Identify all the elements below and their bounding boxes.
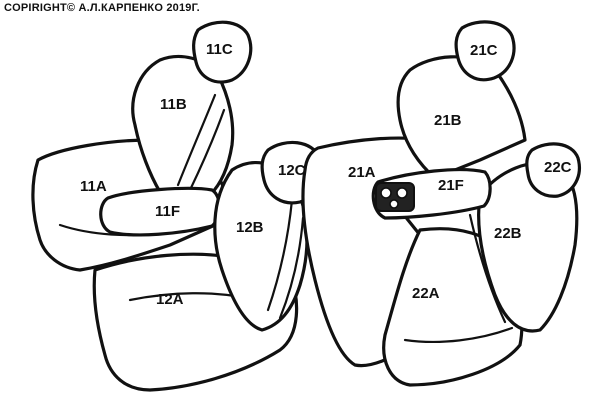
rear-right-cushion-edge bbox=[403, 326, 514, 344]
cupholder-ring-1 bbox=[380, 187, 392, 199]
front-right-backrest-seam-2 bbox=[278, 216, 305, 320]
copyright-text: COPIRIGHT© А.Л.КАРПЕНКО 2019Г. bbox=[4, 2, 200, 14]
front-left-backrest-seam bbox=[176, 93, 217, 187]
label-21c: 21C bbox=[470, 42, 498, 59]
rear-left-backrest[interactable] bbox=[396, 55, 527, 180]
front-left-headrest[interactable] bbox=[192, 20, 253, 84]
label-12c: 12C bbox=[278, 162, 306, 179]
front-left-armrest[interactable] bbox=[99, 186, 222, 237]
label-22a: 22A bbox=[412, 285, 440, 302]
label-12b: 12B bbox=[236, 219, 264, 236]
rear-left-headrest[interactable] bbox=[454, 20, 516, 82]
label-21f: 21F bbox=[438, 177, 464, 194]
label-11f: 11F bbox=[155, 203, 180, 220]
rear-right-headrest[interactable] bbox=[525, 142, 581, 198]
rear-bench bbox=[301, 20, 581, 387]
label-11a: 11A bbox=[80, 178, 107, 195]
label-21b: 21B bbox=[434, 112, 462, 129]
label-21a: 21A bbox=[348, 164, 376, 181]
label-22c: 22C bbox=[544, 159, 572, 176]
label-22b: 22B bbox=[494, 225, 522, 242]
front-right-backrest-seam bbox=[266, 198, 294, 312]
cupholder-ring-3 bbox=[389, 199, 399, 209]
cupholder-ring-2 bbox=[396, 187, 408, 199]
label-11c: 11C bbox=[206, 41, 233, 58]
front-left-backrest-seam-2 bbox=[188, 108, 226, 192]
front-left-seat bbox=[31, 20, 253, 272]
rear-right-backrest-seam bbox=[468, 213, 507, 324]
label-11b: 11B bbox=[160, 96, 187, 113]
label-12a: 12A bbox=[156, 291, 184, 308]
